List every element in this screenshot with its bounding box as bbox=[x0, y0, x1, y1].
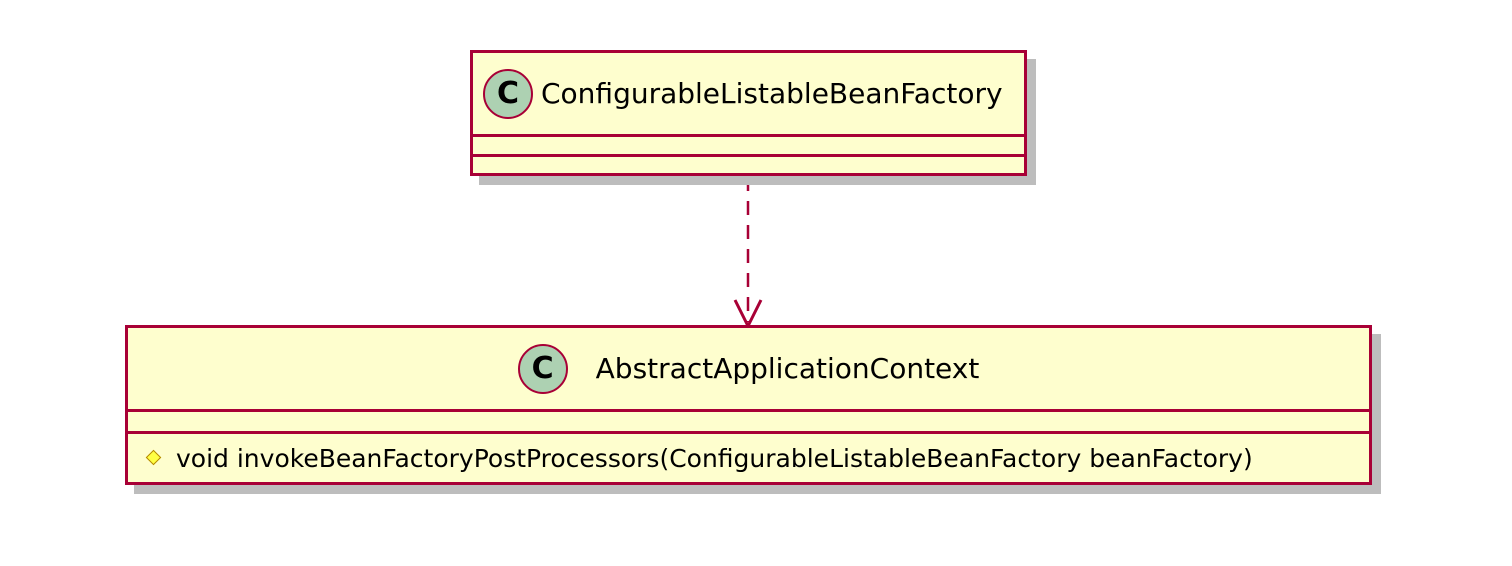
class-stereotype-icon: C bbox=[483, 68, 533, 119]
class-configurable-listable-bean-factory[interactable]: C ConfigurableListableBeanFactory bbox=[470, 50, 1027, 176]
class-methods-section bbox=[473, 157, 1024, 173]
class-header: C AbstractApplicationContext bbox=[128, 328, 1369, 412]
class-name: AbstractApplicationContext bbox=[595, 352, 980, 385]
class-name: ConfigurableListableBeanFactory bbox=[541, 77, 1003, 110]
class-stereotype-icon: C bbox=[517, 343, 568, 394]
class-header: C ConfigurableListableBeanFactory bbox=[473, 53, 1024, 137]
method-signature: void invokeBeanFactoryPostProcessors(Con… bbox=[176, 443, 1253, 473]
class-abstract-application-context[interactable]: C AbstractApplicationContext void invoke… bbox=[125, 325, 1372, 485]
class-methods-section: void invokeBeanFactoryPostProcessors(Con… bbox=[128, 434, 1369, 482]
protected-visibility-icon bbox=[146, 450, 162, 466]
class-fields-section bbox=[128, 412, 1369, 434]
method-row[interactable]: void invokeBeanFactoryPostProcessors(Con… bbox=[128, 434, 1369, 482]
class-fields-section bbox=[473, 137, 1024, 157]
